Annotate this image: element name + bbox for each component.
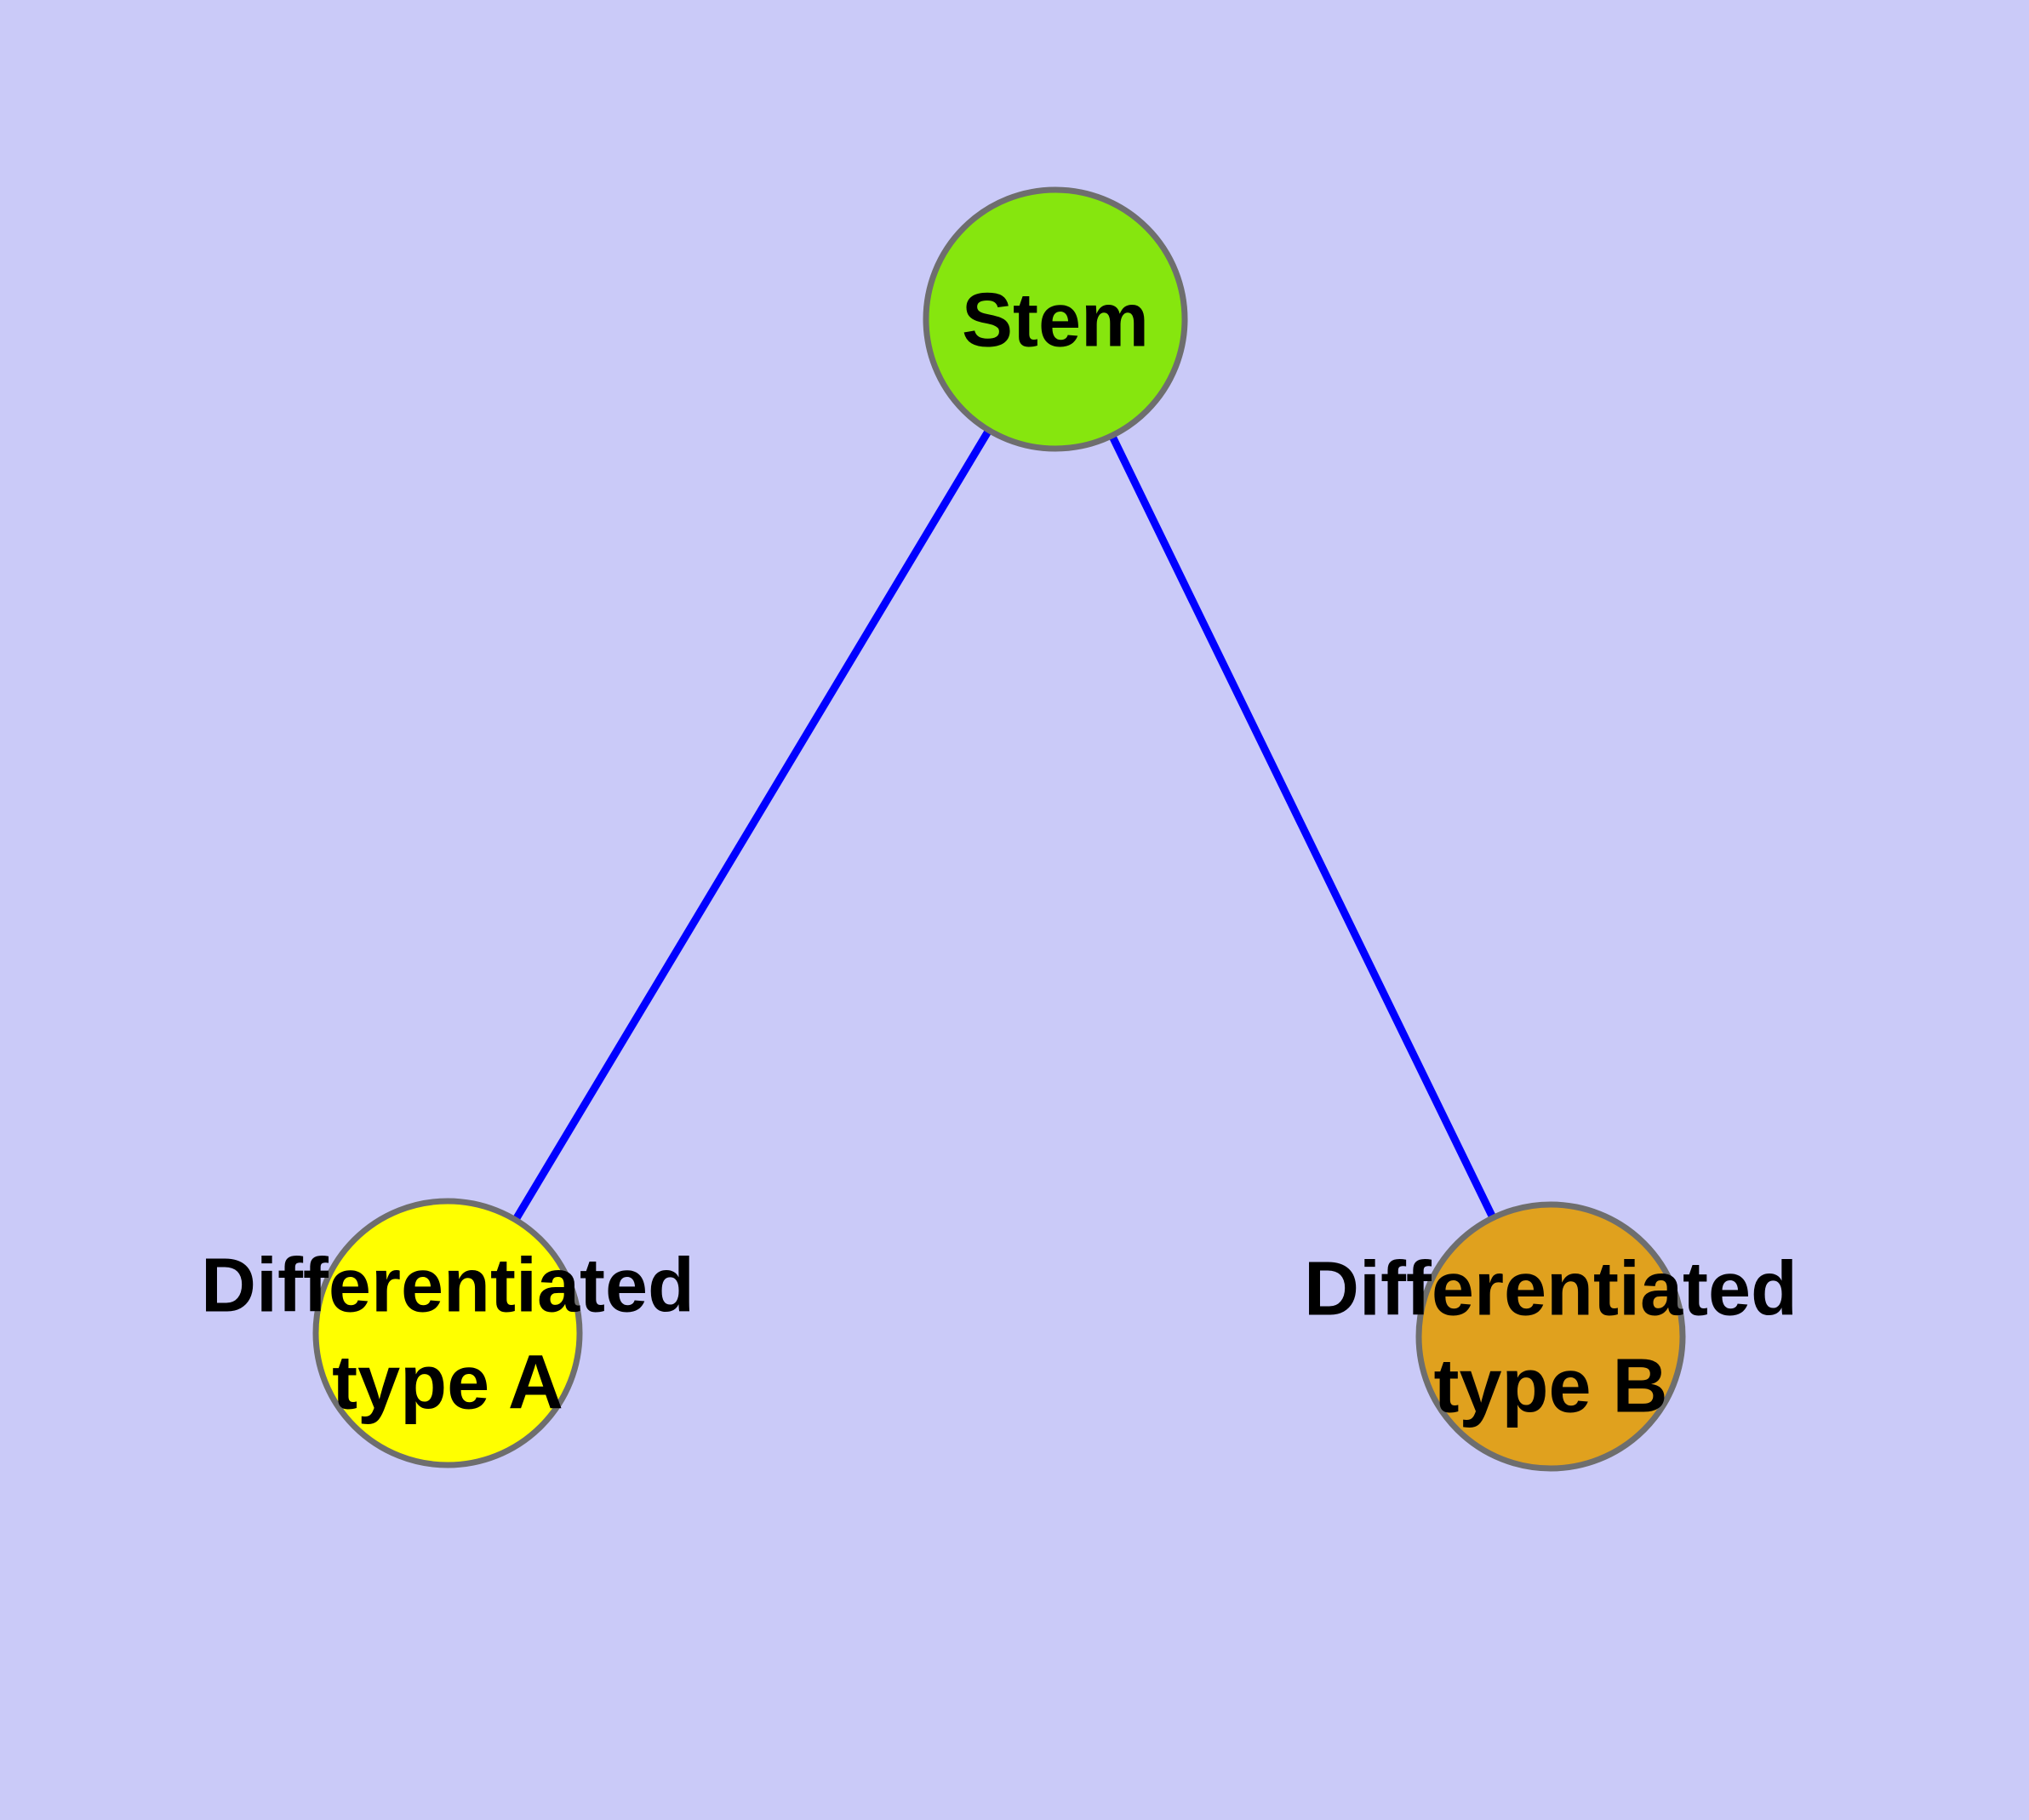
node-differentiated-type-b-circle [1415, 1201, 1686, 1472]
edges-layer [444, 317, 1555, 1338]
node-stem: Stem [923, 186, 1188, 452]
node-differentiated-type-a-circle [312, 1198, 583, 1468]
edge-stem-to-differentiated-type-a [444, 317, 1059, 1336]
edge-stem-to-differentiated-type-b [1051, 318, 1555, 1338]
node-stem-circle [923, 186, 1188, 452]
node-stem-label: Stem [962, 278, 1149, 363]
